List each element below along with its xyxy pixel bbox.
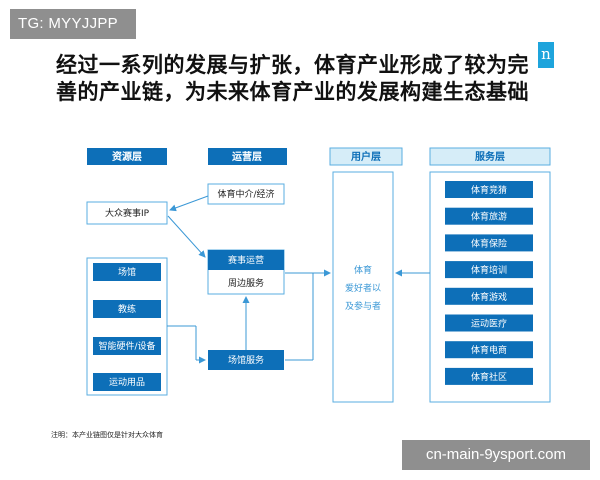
service-item-box (445, 341, 533, 359)
service-item-label: 运动医疗 (471, 318, 507, 330)
resource-ip-label: 大众赛事IP (105, 207, 150, 219)
resource-layer-title: 资源层 (112, 150, 142, 163)
user-line-1: 体育 (354, 264, 372, 276)
service-item: 体育保险 (445, 234, 533, 252)
headline-line-1: 经过一系列的发展与扩张，体育产业形成了较为完 (56, 53, 529, 77)
arrow-intermediary-to-ip (169, 195, 209, 212)
service-item-label: 体育游戏 (471, 291, 507, 303)
watermark-label: cn-main-9ysport.com (402, 440, 590, 470)
service-item: 体育竞猜 (445, 181, 533, 198)
resource-item-coach-label: 教练 (118, 303, 136, 315)
service-item-label: 体育培训 (471, 264, 507, 276)
service-item-box (445, 261, 533, 279)
operation-peripheral-label: 周边服务 (228, 277, 264, 289)
operation-intermediary-box: 体育中介/经济 (207, 183, 285, 205)
operation-event-label: 赛事运营 (228, 254, 264, 266)
resource-item-venue: 场馆 (93, 263, 161, 281)
tag-label: TG: MYYJJPP (10, 9, 136, 39)
resource-item-sports-goods: 运动用品 (93, 373, 161, 391)
service-item: 体育社区 (445, 367, 533, 385)
resource-item-hardware-label: 智能硬件/设备 (98, 340, 155, 352)
service-item-label: 体育保险 (471, 237, 507, 249)
service-item-label: 体育电商 (471, 344, 507, 356)
service-item-box (445, 287, 533, 305)
resource-item-venue-label: 场馆 (118, 266, 136, 278)
service-layer-box (429, 171, 551, 403)
operation-event-box: 赛事运营 周边服务 (207, 249, 285, 295)
connector-arrows (167, 195, 430, 364)
headline-line-2: 善的产业链，为未来体育产业的发展构建生态基础 (56, 80, 529, 104)
operation-layer-title: 运营层 (232, 150, 262, 163)
operation-venue-service-box: 场馆服务 (208, 350, 284, 370)
service-item-box (445, 207, 533, 225)
resource-layer-header: 资源层 (87, 148, 167, 165)
operation-venue-service-label: 场馆服务 (228, 354, 264, 366)
user-layer-box: 体育 爱好者以 及参与者 (332, 171, 394, 403)
service-item: 运动医疗 (445, 314, 533, 332)
operation-layer-header: 运营层 (208, 148, 287, 165)
arrow-ip-to-event (167, 215, 206, 258)
service-item-box (445, 234, 533, 252)
resource-ip-box: 大众赛事IP (86, 201, 168, 225)
service-item-label: 体育旅游 (471, 211, 507, 223)
operation-intermediary-label: 体育中介/经济 (217, 188, 274, 200)
headline: 经过一系列的发展与扩张，体育产业形成了较为完 善的产业链，为未来体育产业的发展构… (56, 52, 546, 106)
user-line-2: 爱好者以 (345, 282, 381, 294)
user-layer-header: 用户层 (329, 147, 403, 166)
service-layer-title: 服务层 (475, 150, 505, 163)
service-item-box (445, 314, 533, 332)
service-item-box (445, 367, 533, 385)
resource-item-coach: 教练 (93, 300, 161, 318)
service-layer-header: 服务层 (429, 147, 551, 166)
service-item-box (445, 181, 533, 198)
service-item-label: 体育社区 (471, 371, 507, 383)
logo-icon: n (538, 42, 554, 68)
resource-item-sports-goods-label: 运动用品 (109, 377, 145, 388)
user-layer-title: 用户层 (350, 150, 381, 163)
service-item: 体育电商 (445, 341, 533, 359)
service-item: 体育游戏 (445, 287, 533, 305)
service-item: 体育培训 (445, 261, 533, 279)
service-item: 体育旅游 (445, 207, 533, 225)
resource-item-hardware: 智能硬件/设备 (93, 337, 161, 355)
user-line-3: 及参与者 (345, 300, 381, 312)
footnote: 注明：本产业链图仅是针对大众体育 (51, 431, 163, 439)
service-item-label: 体育竞猜 (471, 184, 507, 196)
